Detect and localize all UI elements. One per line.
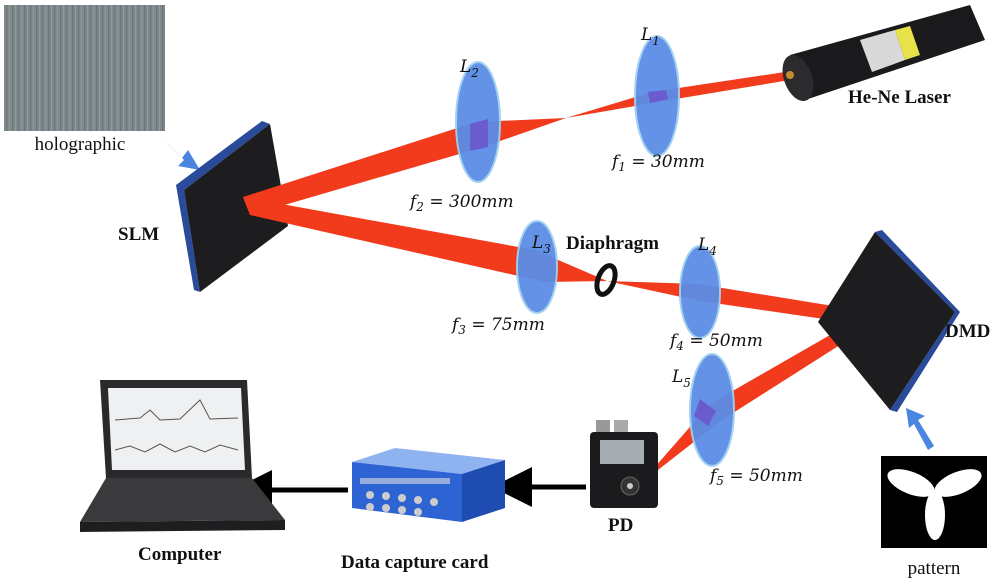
lens-l2-label: L2 xyxy=(459,57,479,80)
pattern-shape xyxy=(887,469,982,540)
lens-l3-label: L3 xyxy=(531,233,551,256)
laptop-computer xyxy=(80,380,285,532)
lens-l5-label: L5 xyxy=(671,367,691,390)
diaphragm xyxy=(594,263,618,297)
diaphragm-label: Diaphragm xyxy=(566,233,659,254)
hologram-arrow-icon xyxy=(165,140,200,170)
laser-beam xyxy=(243,72,876,484)
beam-in-lens xyxy=(470,90,716,426)
pattern-arrow-icon xyxy=(906,408,934,450)
dmd-device xyxy=(818,230,960,412)
laser-label: He-Ne Laser xyxy=(848,87,951,108)
hologram-image xyxy=(4,5,165,131)
computer-label: Computer xyxy=(138,544,222,565)
daq-label: Data capture card xyxy=(341,552,489,573)
lens-l3-focal: f3 = 75mm xyxy=(450,315,545,337)
lens-l1-label: L1 xyxy=(640,25,660,48)
lens-l1-focal: f1 = 30mm xyxy=(610,152,705,174)
dmd-label: DMD xyxy=(945,321,990,342)
lens-l5-focal: f5 = 50mm xyxy=(708,466,803,488)
he-ne-laser xyxy=(782,5,985,102)
lens-l2-focal: f2 = 300mm xyxy=(408,192,514,214)
lens-l4-label: L4 xyxy=(697,235,717,258)
slm-device xyxy=(176,121,288,292)
holographic-label: holographic xyxy=(35,134,126,155)
lens-l3 xyxy=(516,220,558,314)
lens-l4 xyxy=(679,245,721,339)
slm-label: SLM xyxy=(118,224,159,245)
pattern-label: pattern xyxy=(908,558,961,579)
lens-l4-focal: f4 = 50mm xyxy=(668,331,763,353)
data-capture-card-device xyxy=(352,448,505,522)
pd-label: PD xyxy=(608,515,633,536)
photodetector xyxy=(590,420,658,508)
